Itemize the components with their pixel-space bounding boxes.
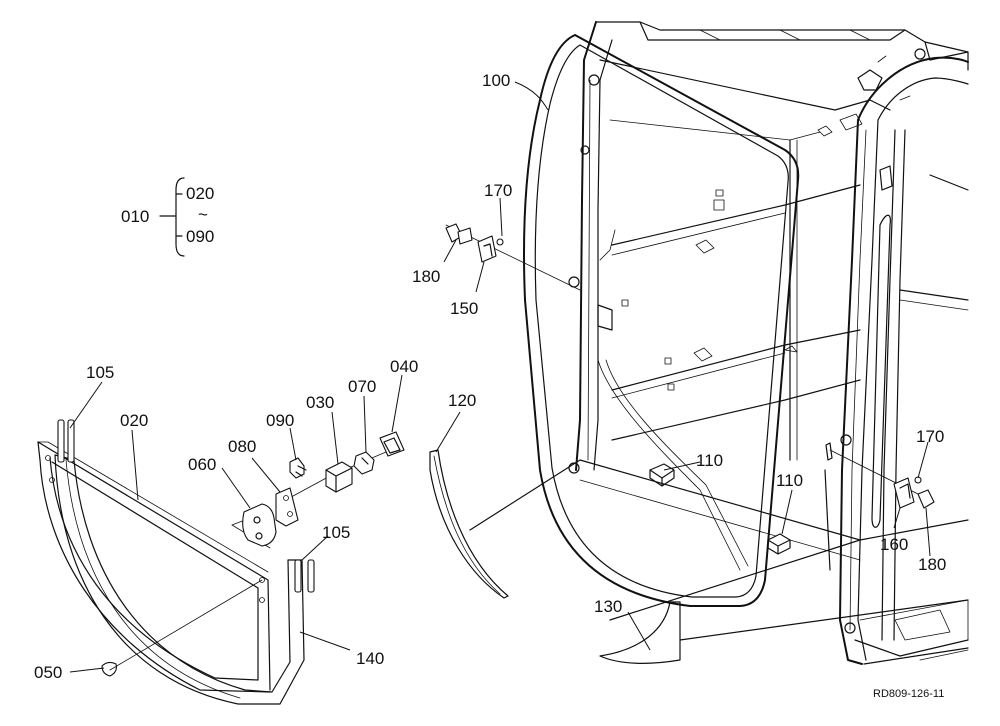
leader-lines [69,81,931,673]
callout-040: 040 [390,357,418,376]
callout-120: 120 [448,391,476,410]
callout-105-left: 105 [86,363,114,382]
callout-105-center: 105 [322,523,350,542]
callout-020: 020 [120,411,148,430]
callout-150: 150 [450,299,478,318]
cab-frame [469,21,969,661]
group-parent-label: 010 [121,207,149,226]
callout-170-lower: 170 [916,427,944,446]
lock-parts [231,431,405,549]
stopper-110-b [767,533,791,555]
callout-140: 140 [356,649,384,668]
trim-130 [599,601,681,664]
callout-130: 130 [594,597,622,616]
stopper-110-a [649,463,675,487]
group-range-start: 020 [186,184,214,203]
callout-180-lower: 180 [918,555,946,574]
callout-030: 030 [306,393,334,412]
callout-110-right: 110 [776,471,803,490]
callout-100: 100 [482,71,510,90]
group-range-separator: ~ [198,205,208,224]
group-label: 010 020 ~ 090 [121,177,214,257]
callout-170-upper: 170 [484,181,512,200]
callout-080: 080 [228,437,256,456]
door-frame-140 [54,454,305,705]
window-seal-100 [523,34,800,607]
callout-180-upper: 180 [412,267,440,286]
strip-105-b [294,559,315,593]
callout-160: 160 [880,535,908,554]
reference-code: RD809-126-11 [873,688,944,700]
hinge-lower [829,449,935,509]
door-panel-020 [37,441,271,693]
cap-050 [101,579,263,677]
callout-090: 090 [266,411,294,430]
strip-105-a [57,419,75,463]
callout-050: 050 [34,663,62,682]
callout-labels: 100 170 180 150 105 020 090 030 070 040 … [34,71,946,682]
hinge-upper [445,223,581,291]
callout-060: 060 [188,455,216,474]
callout-070: 070 [348,377,376,396]
right-front-pillar [825,48,969,665]
trim-120 [429,449,509,599]
group-range-end: 090 [186,227,214,246]
callout-110-center: 110 [696,451,723,470]
